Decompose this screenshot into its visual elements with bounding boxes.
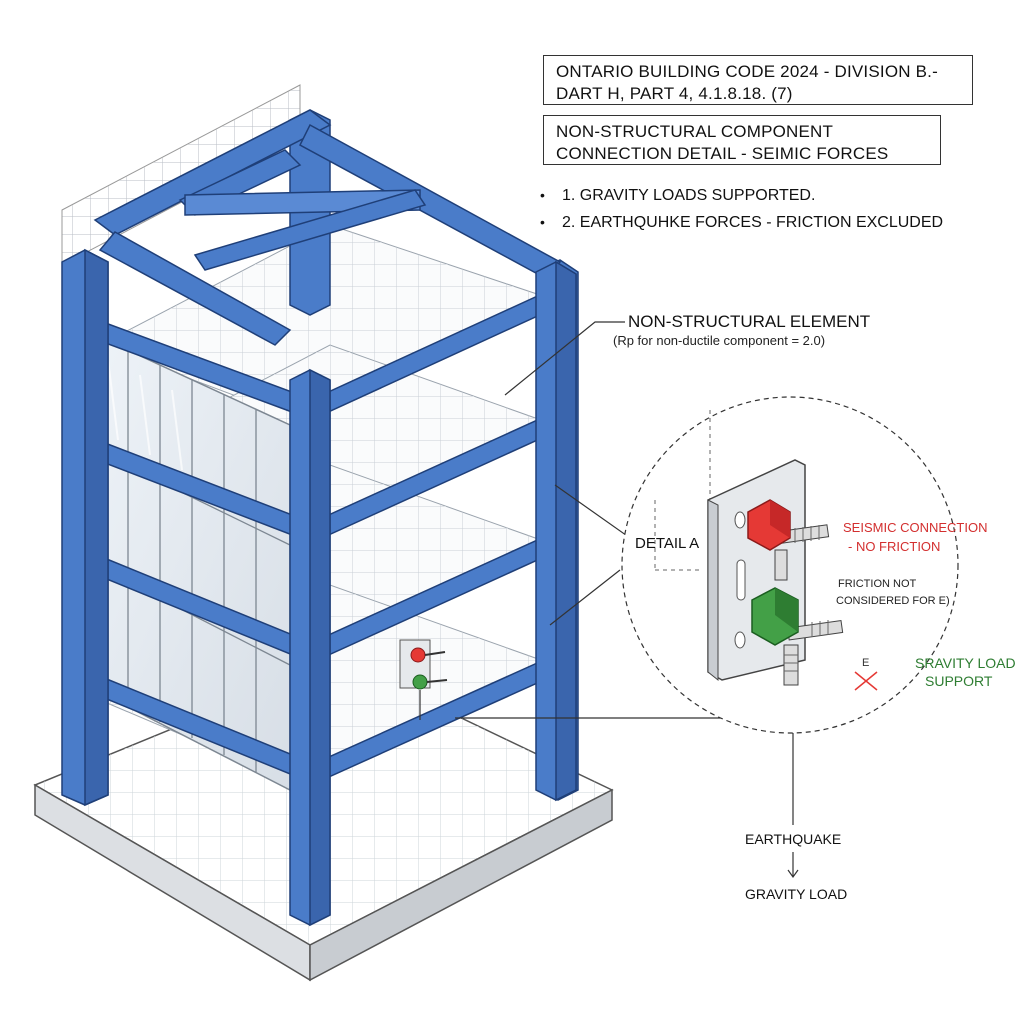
detail-title-line-1: NON-STRUCTURAL COMPONENT bbox=[556, 122, 834, 141]
detail-title-line-2: CONNECTION DETAIL - SEIMIC FORCES bbox=[556, 144, 889, 163]
note-item: • 2. EARTHQUHKE FORCES - FRICTION EXCLUDE… bbox=[540, 209, 943, 236]
gravity-load-label: GRAVITY LOAD bbox=[745, 886, 848, 902]
note-text: 1. GRAVITY LOADS SUPPORTED. bbox=[562, 187, 816, 204]
friction-note-line-1: FRICTION NOT bbox=[838, 578, 917, 590]
detail-title-box: NON-STRUCTURAL COMPONENT CONNECTION DETA… bbox=[543, 115, 941, 165]
code-reference-box: ONTARIO BUILDING CODE 2024 - DIVISION B.… bbox=[543, 55, 973, 105]
seismic-connection-sublabel: - NO FRICTION bbox=[848, 539, 941, 554]
non-structural-element-label: NON-STRUCTURAL ELEMENT bbox=[628, 312, 871, 331]
gravity-bolt bbox=[751, 587, 844, 686]
bullet-icon: • bbox=[540, 214, 545, 230]
seismic-connection-label: SEISMIC CONNECTION bbox=[843, 520, 988, 535]
friction-note-line-2: CONSIDERED FOR E) bbox=[836, 595, 950, 607]
detail-a-label: DETAIL A bbox=[635, 535, 700, 552]
rp-note: (Rp for non-ductile component = 2.0) bbox=[613, 333, 826, 348]
seismic-bolt bbox=[747, 499, 830, 581]
small-connection-detail bbox=[399, 639, 448, 720]
earthquake-label: EARTHQUAKE bbox=[745, 831, 842, 847]
notes-list: • 1. GRAVITY LOADS SUPPORTED. • 2. EARTHQU… bbox=[540, 182, 943, 236]
note-item: • 1. GRAVITY LOADS SUPPORTED. bbox=[540, 182, 943, 209]
friction-excluded-cross bbox=[854, 671, 878, 691]
steel-frame bbox=[61, 109, 579, 927]
code-reference-line-2: DART H, PART 4, 4.1.8.18. (7) bbox=[556, 84, 793, 103]
note-text: 2. EARTHQUHKE FORCES - FRICTION EXCLUDED bbox=[562, 214, 944, 231]
gravity-support-sublabel: SUPPORT bbox=[925, 673, 993, 689]
gravity-support-label: SRAVITY LOAD bbox=[915, 655, 1016, 671]
bullet-icon: • bbox=[540, 187, 545, 203]
e-symbol-label: E bbox=[862, 657, 870, 669]
code-reference-line-1: ONTARIO BUILDING CODE 2024 - DIVISION B.… bbox=[556, 62, 938, 81]
